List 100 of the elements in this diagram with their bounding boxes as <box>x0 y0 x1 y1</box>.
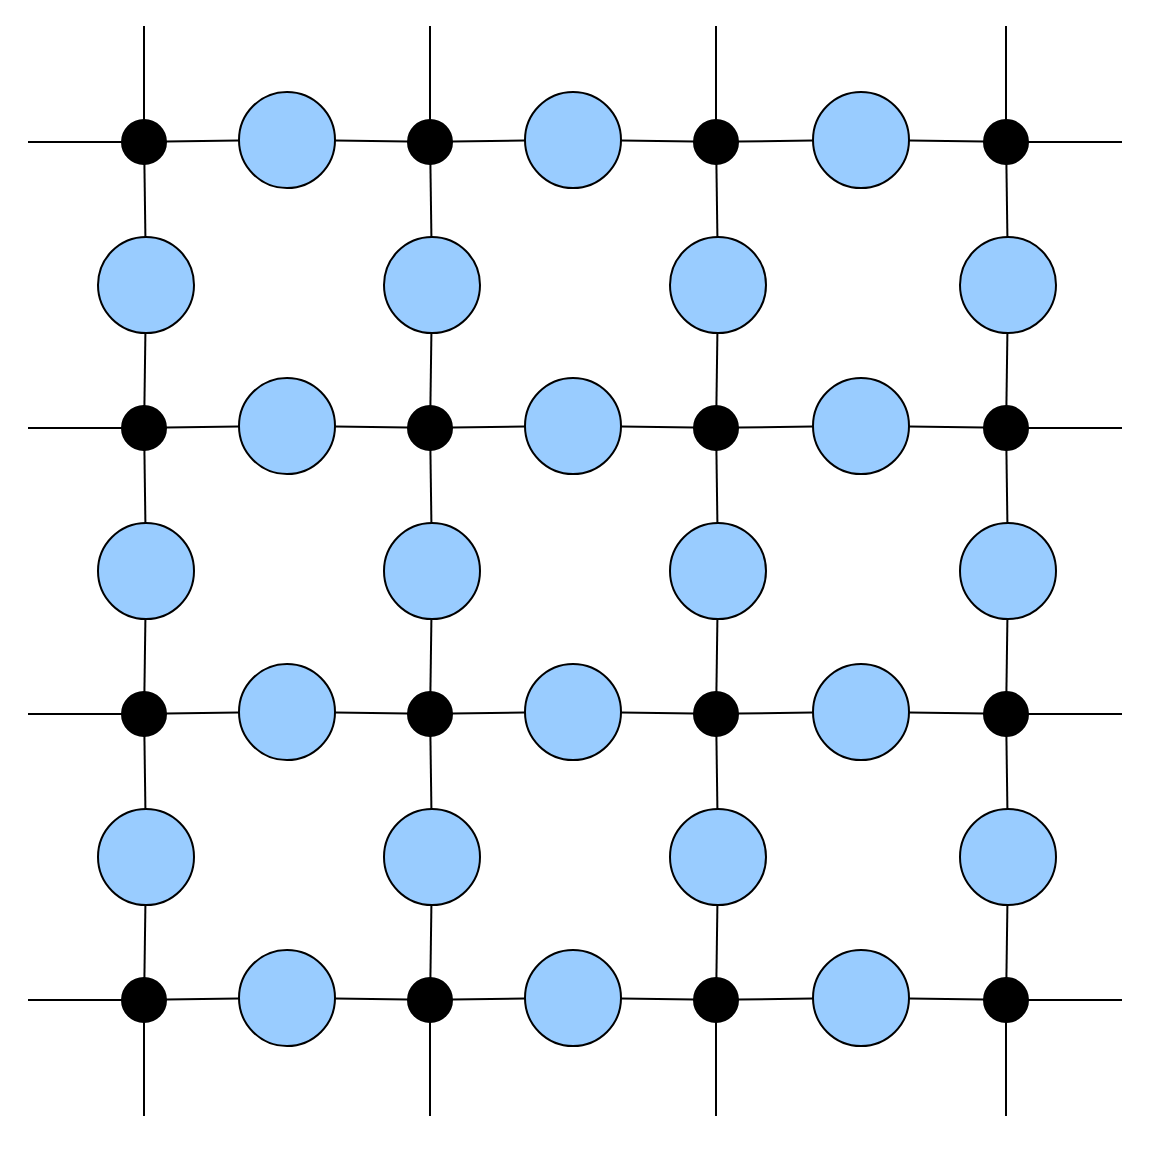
connector-line <box>143 163 147 238</box>
connector-line <box>908 425 985 429</box>
circle-node <box>238 91 336 189</box>
circle-node <box>97 236 195 334</box>
circle-node <box>669 522 767 620</box>
circle-node <box>238 663 336 761</box>
circle-node <box>524 949 622 1047</box>
circle-node <box>812 949 910 1047</box>
connector-line <box>429 618 433 693</box>
connector-line <box>451 425 526 429</box>
connector-line <box>165 711 240 715</box>
connector-line <box>334 425 409 429</box>
connector-line <box>429 1021 431 1117</box>
connector-line <box>737 997 814 1001</box>
connector-line <box>715 25 717 121</box>
connector-line <box>1027 713 1123 715</box>
junction-dot <box>693 977 739 1023</box>
connector-line <box>143 332 147 407</box>
connector-line <box>27 427 123 429</box>
junction-dot <box>983 691 1029 737</box>
connector-line <box>165 425 240 429</box>
junction-dot <box>983 977 1029 1023</box>
connector-line <box>715 449 719 524</box>
connector-line <box>451 139 526 143</box>
connector-line <box>143 1021 145 1117</box>
connector-line <box>429 163 433 238</box>
connector-line <box>620 139 695 143</box>
junction-dot <box>983 405 1029 451</box>
circle-node <box>812 377 910 475</box>
connector-line <box>715 618 719 693</box>
connector-line <box>715 332 719 407</box>
circle-node <box>97 522 195 620</box>
circle-node <box>812 663 910 761</box>
connector-line <box>1005 449 1009 524</box>
connector-line <box>1005 1021 1007 1117</box>
connector-line <box>143 25 145 121</box>
connector-line <box>1005 735 1009 810</box>
connector-line <box>908 997 985 1001</box>
connector-line <box>715 163 719 238</box>
connector-line <box>908 711 985 715</box>
junction-dot <box>983 119 1029 165</box>
junction-dot <box>693 405 739 451</box>
connector-line <box>165 139 240 143</box>
connector-line <box>27 713 123 715</box>
circle-node <box>959 236 1057 334</box>
junction-dot <box>121 977 167 1023</box>
connector-line <box>715 735 719 810</box>
junction-dot <box>121 691 167 737</box>
connector-line <box>620 997 695 1001</box>
circle-node <box>383 808 481 906</box>
circle-node <box>238 949 336 1047</box>
connector-line <box>429 25 431 121</box>
circle-node <box>383 236 481 334</box>
connector-line <box>1005 332 1009 407</box>
junction-dot <box>693 691 739 737</box>
connector-line <box>143 735 147 810</box>
connector-line <box>334 139 409 143</box>
connector-line <box>143 618 147 693</box>
connector-line <box>1027 999 1123 1001</box>
connector-line <box>451 711 526 715</box>
junction-dot <box>407 405 453 451</box>
connector-line <box>715 904 719 979</box>
connector-line <box>737 711 814 715</box>
connector-line <box>620 425 695 429</box>
junction-dot <box>121 405 167 451</box>
connector-line <box>165 997 240 1001</box>
connector-line <box>1005 25 1007 121</box>
connector-line <box>1005 904 1009 979</box>
circle-node <box>524 377 622 475</box>
circle-node <box>812 91 910 189</box>
connector-line <box>737 139 814 143</box>
connector-line <box>143 904 147 979</box>
connector-line <box>1027 141 1123 143</box>
connector-line <box>908 139 985 143</box>
connector-line <box>334 711 409 715</box>
connector-line <box>429 904 433 979</box>
circle-node <box>959 522 1057 620</box>
junction-dot <box>407 691 453 737</box>
junction-dot <box>121 119 167 165</box>
connector-line <box>620 711 695 715</box>
circle-node <box>524 91 622 189</box>
junction-dot <box>407 977 453 1023</box>
connector-line <box>737 425 814 429</box>
connector-line <box>27 141 123 143</box>
connector-line <box>1027 427 1123 429</box>
connector-line <box>1005 618 1009 693</box>
connector-line <box>143 449 147 524</box>
circle-node <box>238 377 336 475</box>
circle-node <box>669 808 767 906</box>
circle-node <box>959 808 1057 906</box>
connector-line <box>334 997 409 1001</box>
circle-node <box>383 522 481 620</box>
circle-node <box>524 663 622 761</box>
connector-line <box>715 1021 717 1117</box>
circle-node <box>97 808 195 906</box>
connector-line <box>429 735 433 810</box>
connector-line <box>451 997 526 1001</box>
junction-dot <box>693 119 739 165</box>
connector-line <box>429 449 433 524</box>
circle-node <box>669 236 767 334</box>
